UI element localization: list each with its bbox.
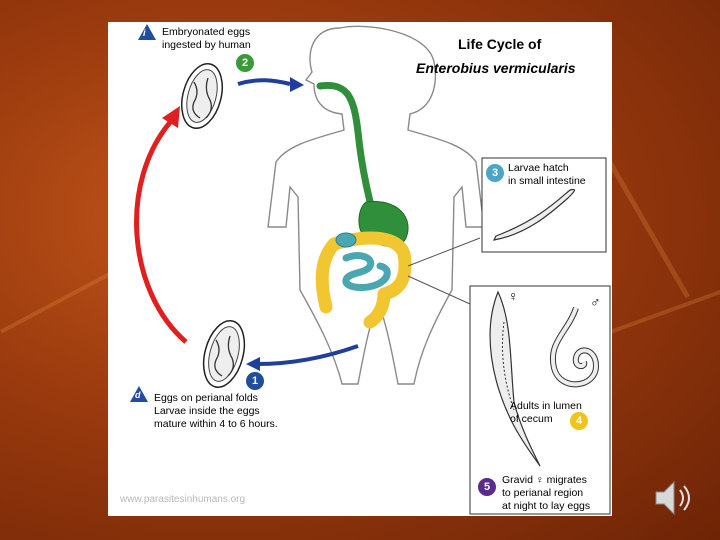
lifecycle-diagram: Life Cycle of Enterobius vermicularis i … — [108, 22, 612, 516]
female-symbol: ♀ — [508, 288, 519, 304]
arrow-reinfection — [134, 106, 188, 344]
label-embryonated-eggs: Embryonated eggs ingested by human — [162, 26, 251, 51]
adults-panel — [469, 285, 611, 515]
step-badge-5: 5 — [478, 478, 496, 496]
small-intestine — [342, 252, 391, 291]
step-badge-2: 2 — [236, 54, 254, 72]
label-larvae-hatch: Larvae hatch in small intestine — [508, 162, 586, 187]
leader-line-larvae — [407, 237, 481, 267]
label-adults-cecum: Adults in lumen of cecum — [510, 400, 582, 425]
diagram-title-line1: Life Cycle of — [458, 36, 542, 52]
cecum — [335, 232, 357, 248]
label-eggs-perianal: Eggs on perianal folds Larvae inside the… — [154, 392, 278, 430]
marker-diagnostic-icon: d — [130, 386, 148, 402]
arrow-to-perianal — [246, 344, 359, 371]
label-gravid-migrates: Gravid ♀ migrates to perianal region at … — [502, 474, 591, 512]
large-intestine — [315, 231, 412, 329]
egg-perianal — [202, 320, 246, 388]
marker-infective-icon: i — [138, 24, 156, 40]
speaker-icon[interactable] — [652, 478, 696, 518]
background-streak — [610, 282, 720, 334]
egg-embryonated — [181, 62, 223, 130]
esophagus — [316, 81, 378, 221]
diagram-title-species: Enterobius vermicularis — [416, 60, 576, 76]
male-symbol: ♂ — [590, 294, 601, 310]
step-badge-1: 1 — [246, 372, 264, 390]
step-badge-3: 3 — [486, 164, 504, 182]
arrow-to-mouth — [237, 77, 304, 92]
source-watermark: www.parasitesinhumans.org — [120, 494, 246, 505]
diagram-graphics — [134, 25, 611, 515]
leader-line-adults — [407, 275, 471, 305]
step-badge-4: 4 — [570, 412, 588, 430]
